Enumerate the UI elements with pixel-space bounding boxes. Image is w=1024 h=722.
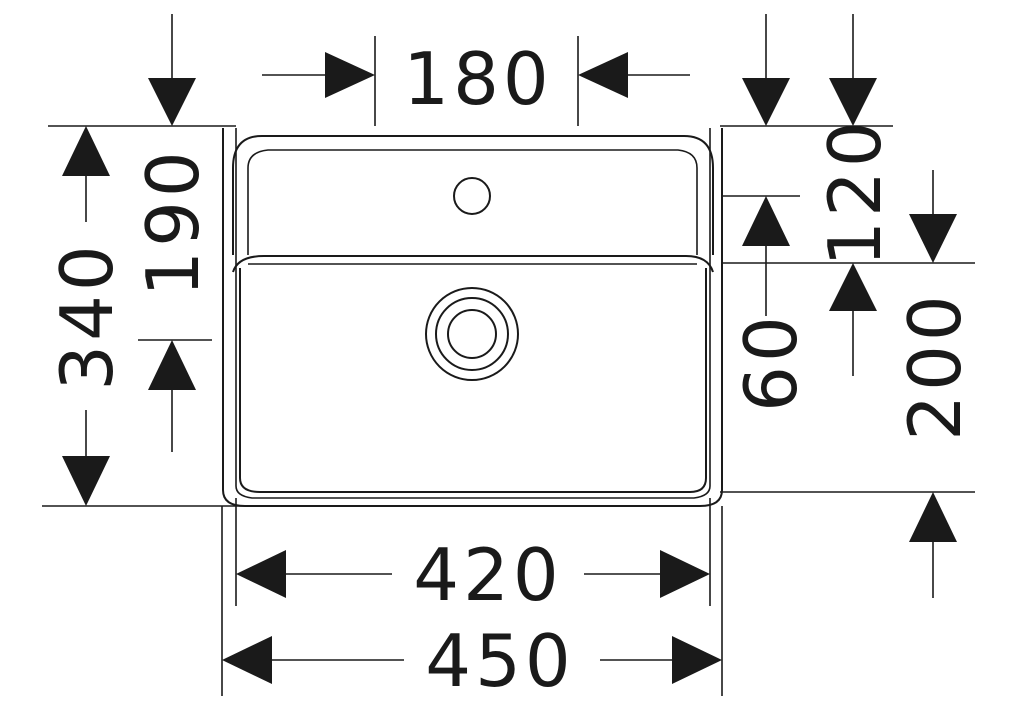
dim-190: 190	[131, 147, 215, 452]
dim-120: 120	[813, 117, 897, 376]
dim-label-200: 200	[893, 291, 977, 440]
dim-label-190: 190	[131, 147, 215, 296]
dim-label-340: 340	[45, 241, 129, 390]
dim-420: 420	[236, 533, 710, 617]
extension-lines	[42, 36, 975, 696]
dim-450: 450	[222, 619, 722, 703]
dim-right-top-arrows	[742, 14, 877, 126]
dim-180: 180	[262, 37, 690, 121]
dim-label-60: 60	[729, 312, 813, 412]
dim-label-450: 450	[425, 619, 574, 703]
dim-200: 200	[893, 170, 977, 598]
basin-bowl	[239, 268, 707, 493]
drain-icon	[425, 287, 519, 381]
dim-340: 340	[45, 126, 129, 506]
dim-60: 60	[729, 196, 813, 412]
dim-left-top-arrow	[148, 14, 196, 126]
dim-label-120: 120	[813, 117, 897, 266]
dim-label-420: 420	[413, 533, 562, 617]
basin-back-deck	[232, 135, 714, 273]
dim-label-180: 180	[403, 37, 552, 121]
tap-hole-icon	[453, 177, 491, 215]
basin-outline	[222, 128, 723, 507]
